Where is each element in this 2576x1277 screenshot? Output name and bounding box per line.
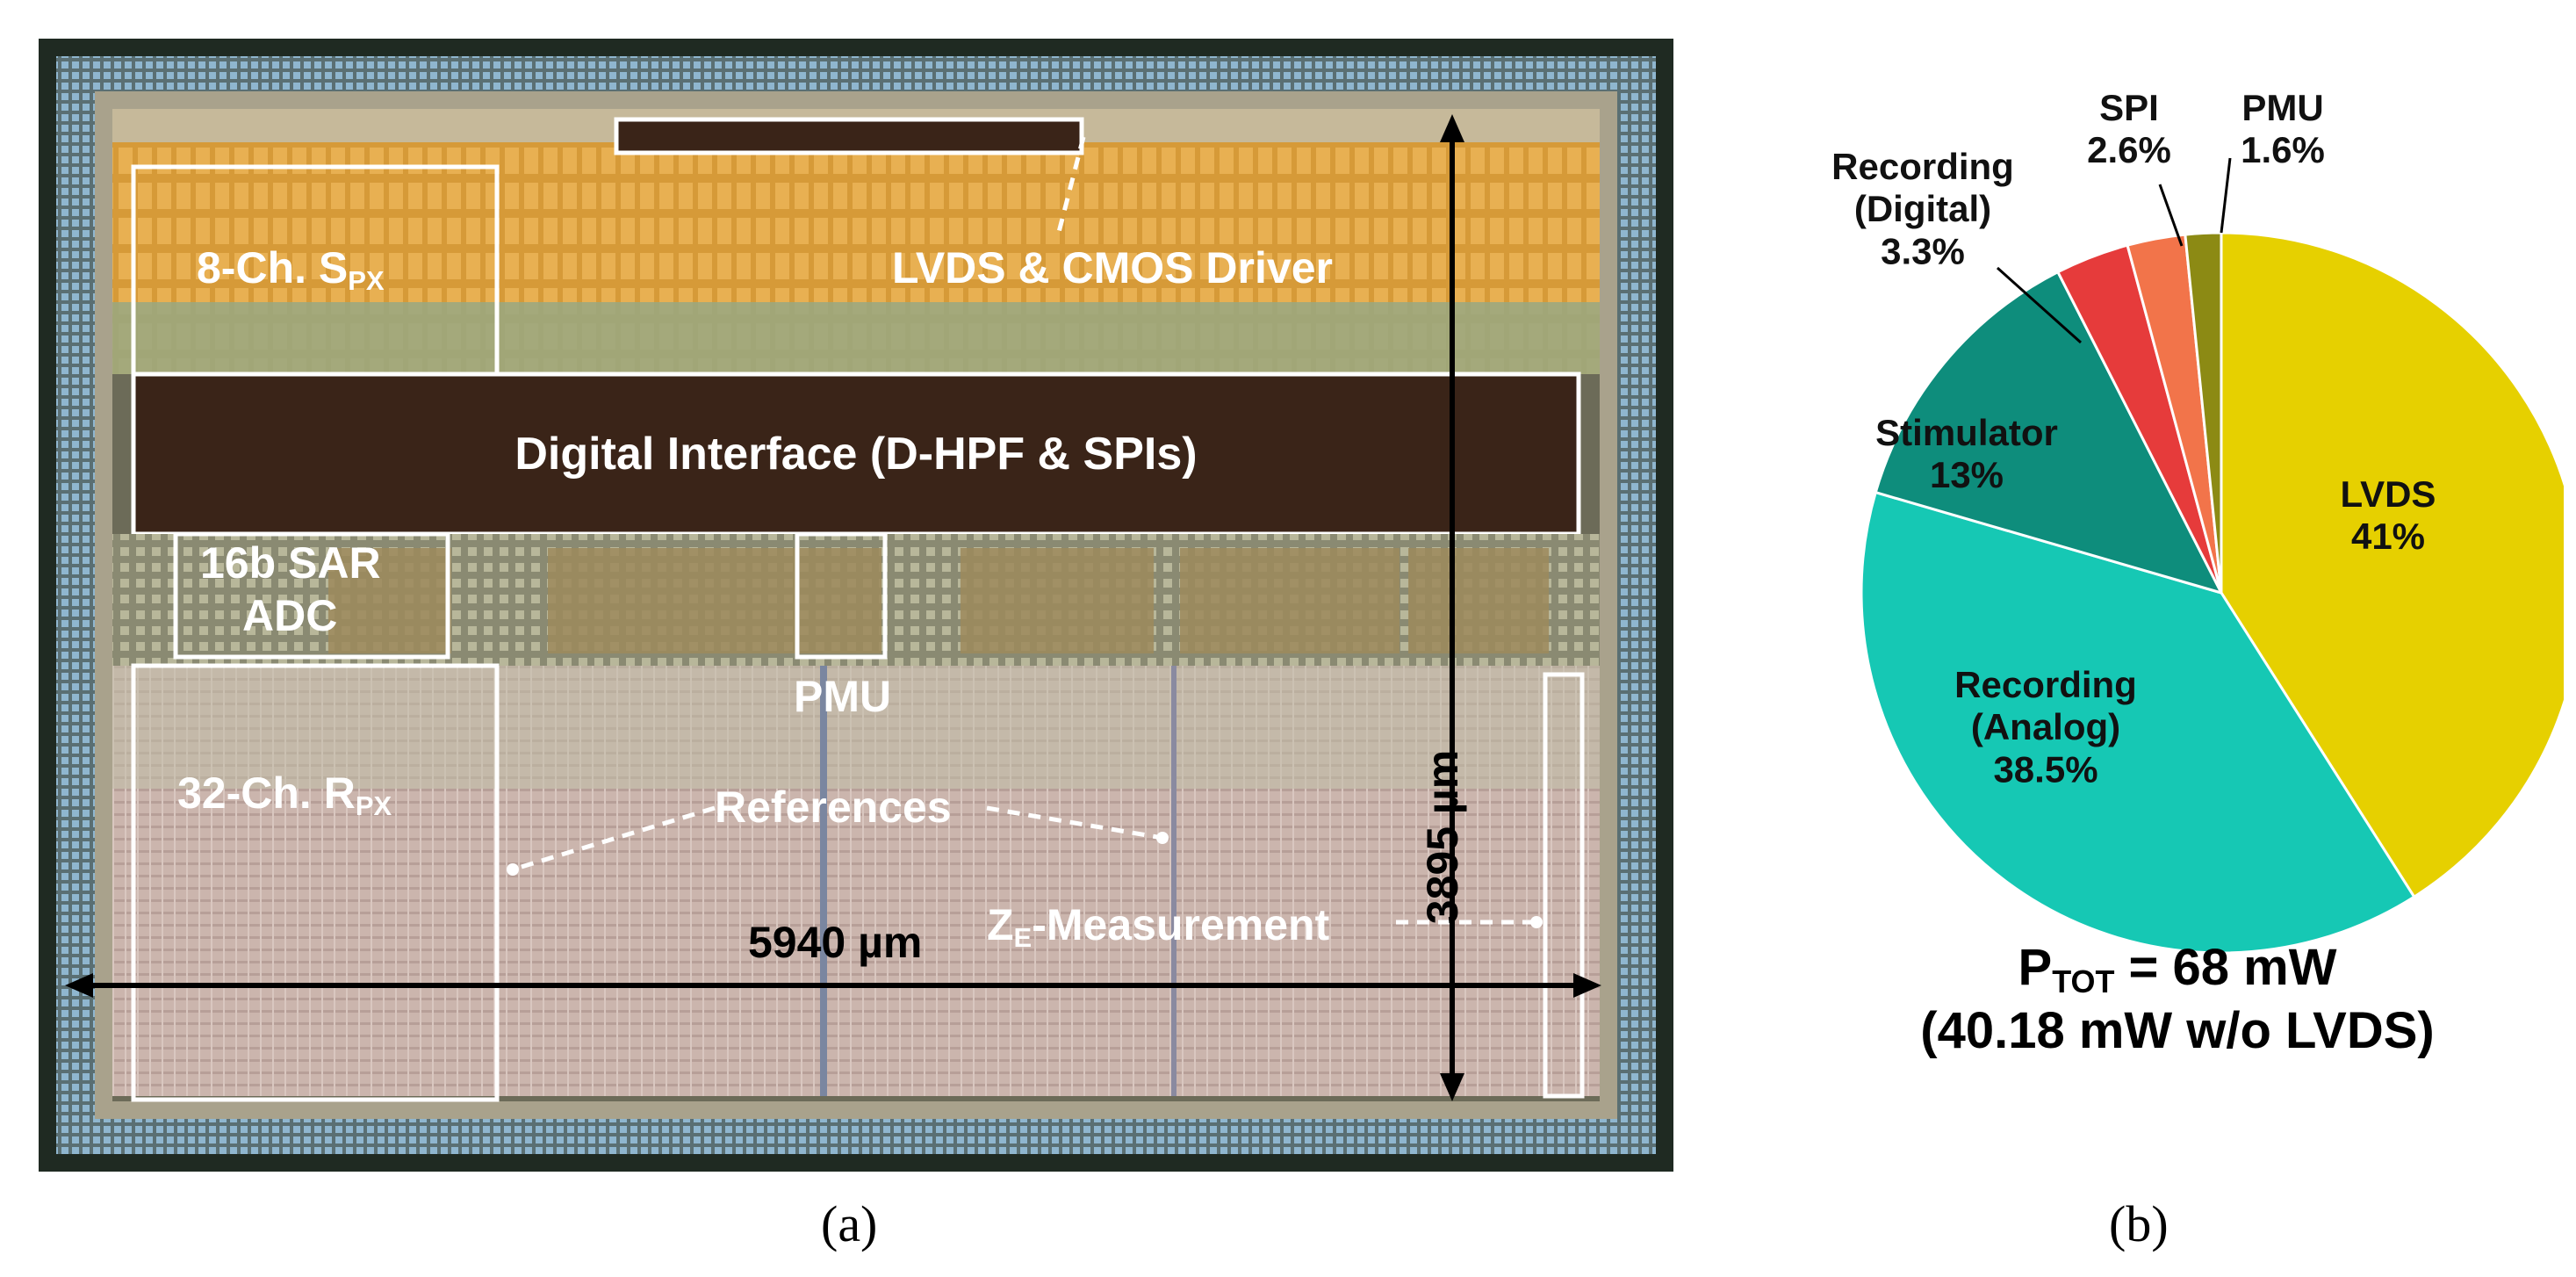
digital-interface-rect xyxy=(131,372,1581,537)
adc-sub-block xyxy=(328,548,451,653)
digital-interface-label: Digital Interface (D-HPF & SPIs) xyxy=(514,429,1198,480)
pie-category-label: (Digital) xyxy=(1854,188,1991,229)
lvds-arrow xyxy=(1054,136,1086,240)
leader-line-3 xyxy=(1996,266,2083,344)
caption-b: (b) xyxy=(2109,1195,2169,1252)
adc-sub-block xyxy=(1408,548,1549,653)
width-dim-arrowhead-right xyxy=(1573,973,1601,998)
pie-category-label: Recording xyxy=(1954,664,2137,705)
height-dimension-label: 3895 µm xyxy=(1418,749,1468,925)
pie-value-label: 2.6% xyxy=(2087,129,2171,170)
lvds-driver-label: LVDS & CMOS Driver xyxy=(892,243,1333,292)
pie-slice-stimulator xyxy=(1874,270,2224,595)
pie-category-label: Recording xyxy=(1831,146,2014,187)
pie-slice-lvds xyxy=(2220,231,2564,899)
recording-top xyxy=(112,666,1600,789)
width-dim-arrowhead-left xyxy=(65,973,93,998)
pie-slice-pmu xyxy=(2184,231,2223,594)
references-label: References xyxy=(715,783,952,832)
leader-line-5 xyxy=(2220,157,2232,234)
rpx-box xyxy=(131,663,500,1102)
pie-category-label: (Analog) xyxy=(1971,706,2120,747)
height-dim-arrowhead-bottom xyxy=(1440,1073,1464,1101)
lvds-pad-block xyxy=(614,117,1084,155)
adc-sub-block xyxy=(961,548,1154,653)
pie-value-label: 3.3% xyxy=(1881,230,1965,271)
pie-value-label: 1.6% xyxy=(2241,129,2325,170)
sar-adc-label-line1: 16b SAR xyxy=(200,538,381,588)
adc-sub-block xyxy=(548,548,881,653)
pie-label-3: Recording(Digital)3.3% xyxy=(1831,146,2014,272)
adc-sub-block xyxy=(1180,548,1400,653)
stim-band-lower xyxy=(112,302,1600,374)
rpx-label: 32-Ch. RPX xyxy=(177,768,392,821)
pie-value-label: 38.5% xyxy=(1993,748,2097,790)
pie-category-label: PMU xyxy=(2241,87,2323,128)
pie-value-label: 41% xyxy=(2351,516,2425,557)
die-drawing xyxy=(39,39,1673,1172)
pmu-box xyxy=(795,531,888,660)
ref-arrow-right xyxy=(986,805,1163,841)
digital-interface-block: Digital Interface (D-HPF & SPIs) xyxy=(133,374,1579,534)
spx-label: 8-Ch. SPX xyxy=(197,243,385,296)
ref-line-2 xyxy=(1171,666,1176,1096)
spx-box xyxy=(131,164,500,377)
leader-line-4 xyxy=(2158,184,2184,247)
ref-arrowhead-right xyxy=(1156,832,1169,844)
pie-slice-recording-analog- xyxy=(1860,490,2416,955)
ze-arrowhead xyxy=(1530,916,1543,928)
ref-line-1 xyxy=(820,666,827,1096)
die-micrograph: 8-Ch. SPX LVDS & CMOS Driver Digital Int… xyxy=(39,39,1673,1172)
height-dim-arrowhead-top xyxy=(1440,114,1464,142)
ze-measurement-label: ZE-Measurement xyxy=(987,900,1330,953)
pie-category-label: LVDS xyxy=(2341,473,2436,515)
pie-category-label: Stimulator xyxy=(1875,412,2058,453)
total-power-line2: (40.18 mW w/o LVDS) xyxy=(1920,1002,2435,1059)
pmu-label: PMU xyxy=(794,672,892,721)
pie-category-label: SPI xyxy=(2099,87,2159,128)
ref-arrowhead-left xyxy=(507,863,519,876)
ref-arrow-left xyxy=(512,805,716,872)
pie-value-label: 13% xyxy=(1930,454,2004,495)
ze-measurement-box xyxy=(1543,672,1585,1099)
sar-adc-box xyxy=(173,531,450,660)
caption-a: (a) xyxy=(821,1195,878,1252)
sar-adc-label-line2: ADC xyxy=(242,591,338,640)
width-dimension-label: 5940 µm xyxy=(748,918,923,967)
pie-label-1: Recording(Analog)38.5% xyxy=(1954,664,2137,790)
total-power-line1: PTOT = 68 mW xyxy=(2018,939,2337,999)
